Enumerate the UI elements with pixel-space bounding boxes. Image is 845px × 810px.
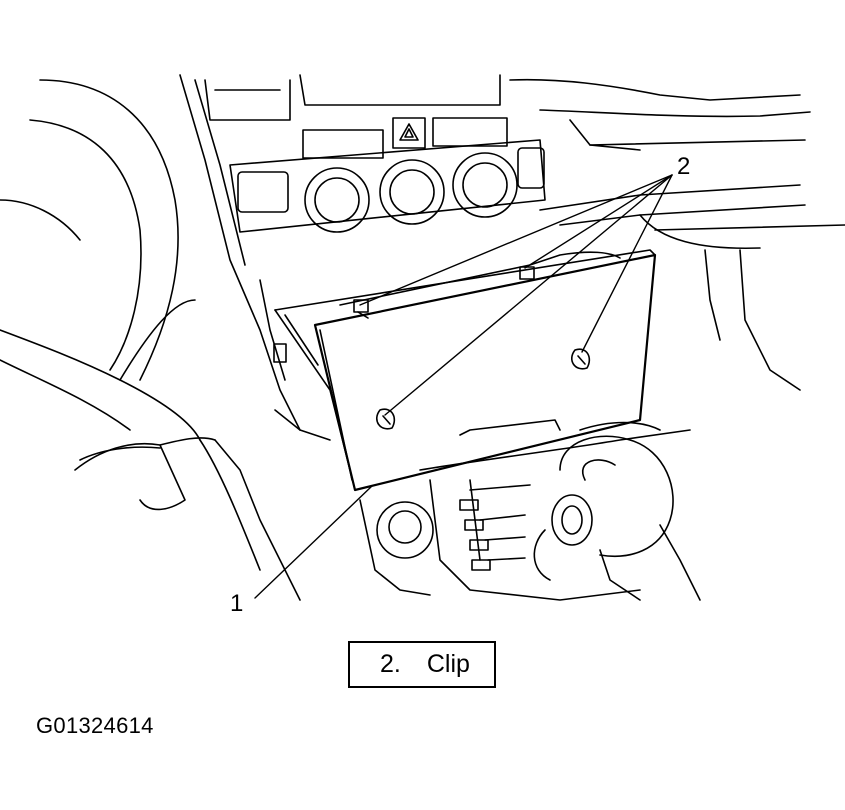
callout-label-2: 2 bbox=[677, 153, 691, 180]
callout-label-1: 1 bbox=[230, 590, 244, 617]
steering-wheel bbox=[0, 79, 201, 461]
upper-dash bbox=[204, 74, 811, 159]
console-panel bbox=[274, 249, 657, 492]
legend-number: 2. bbox=[380, 650, 401, 678]
leader-lines bbox=[254, 174, 673, 599]
lower-dash-left bbox=[74, 409, 331, 601]
figure-id: G01324614 bbox=[36, 713, 154, 738]
center-trim-left bbox=[179, 74, 301, 431]
lower-console bbox=[359, 419, 701, 601]
legend-box: 2. Clip bbox=[348, 641, 496, 688]
legend-text: Clip bbox=[426, 650, 470, 678]
climate-knobs bbox=[229, 139, 546, 233]
dash-right bbox=[539, 184, 845, 391]
